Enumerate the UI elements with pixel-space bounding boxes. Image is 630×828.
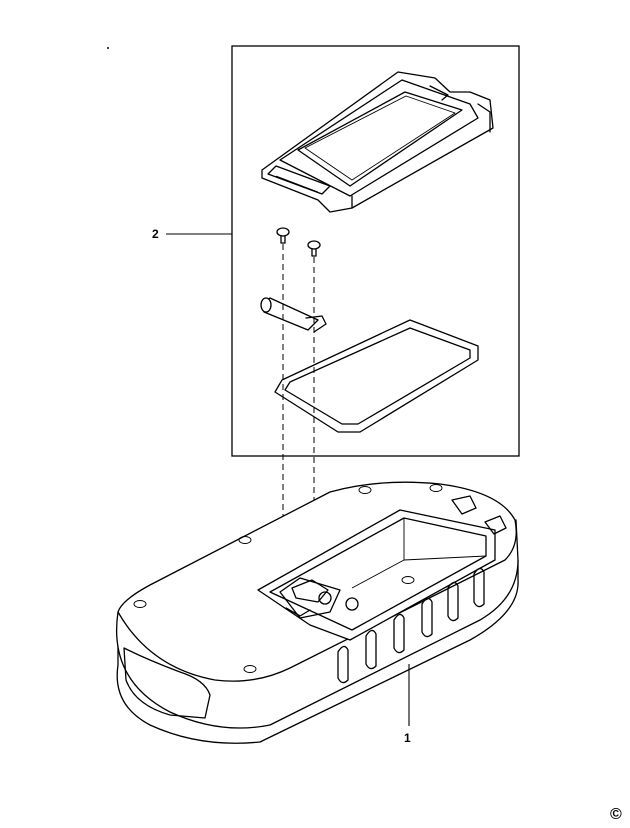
kit-frame: [231, 45, 520, 457]
screw-left: [276, 227, 290, 244]
main-housing: [116, 481, 519, 744]
battery-cover: [261, 71, 494, 213]
callout-label-2: 2: [152, 227, 159, 241]
cover-gasket: [274, 319, 479, 433]
callout-label-1: 1: [404, 731, 411, 745]
copyright-symbol: ©: [610, 806, 622, 823]
stray-mark: [107, 47, 109, 49]
vent-slots: [337, 567, 485, 684]
battery-clip: [260, 297, 327, 333]
screw-right: [307, 240, 321, 257]
